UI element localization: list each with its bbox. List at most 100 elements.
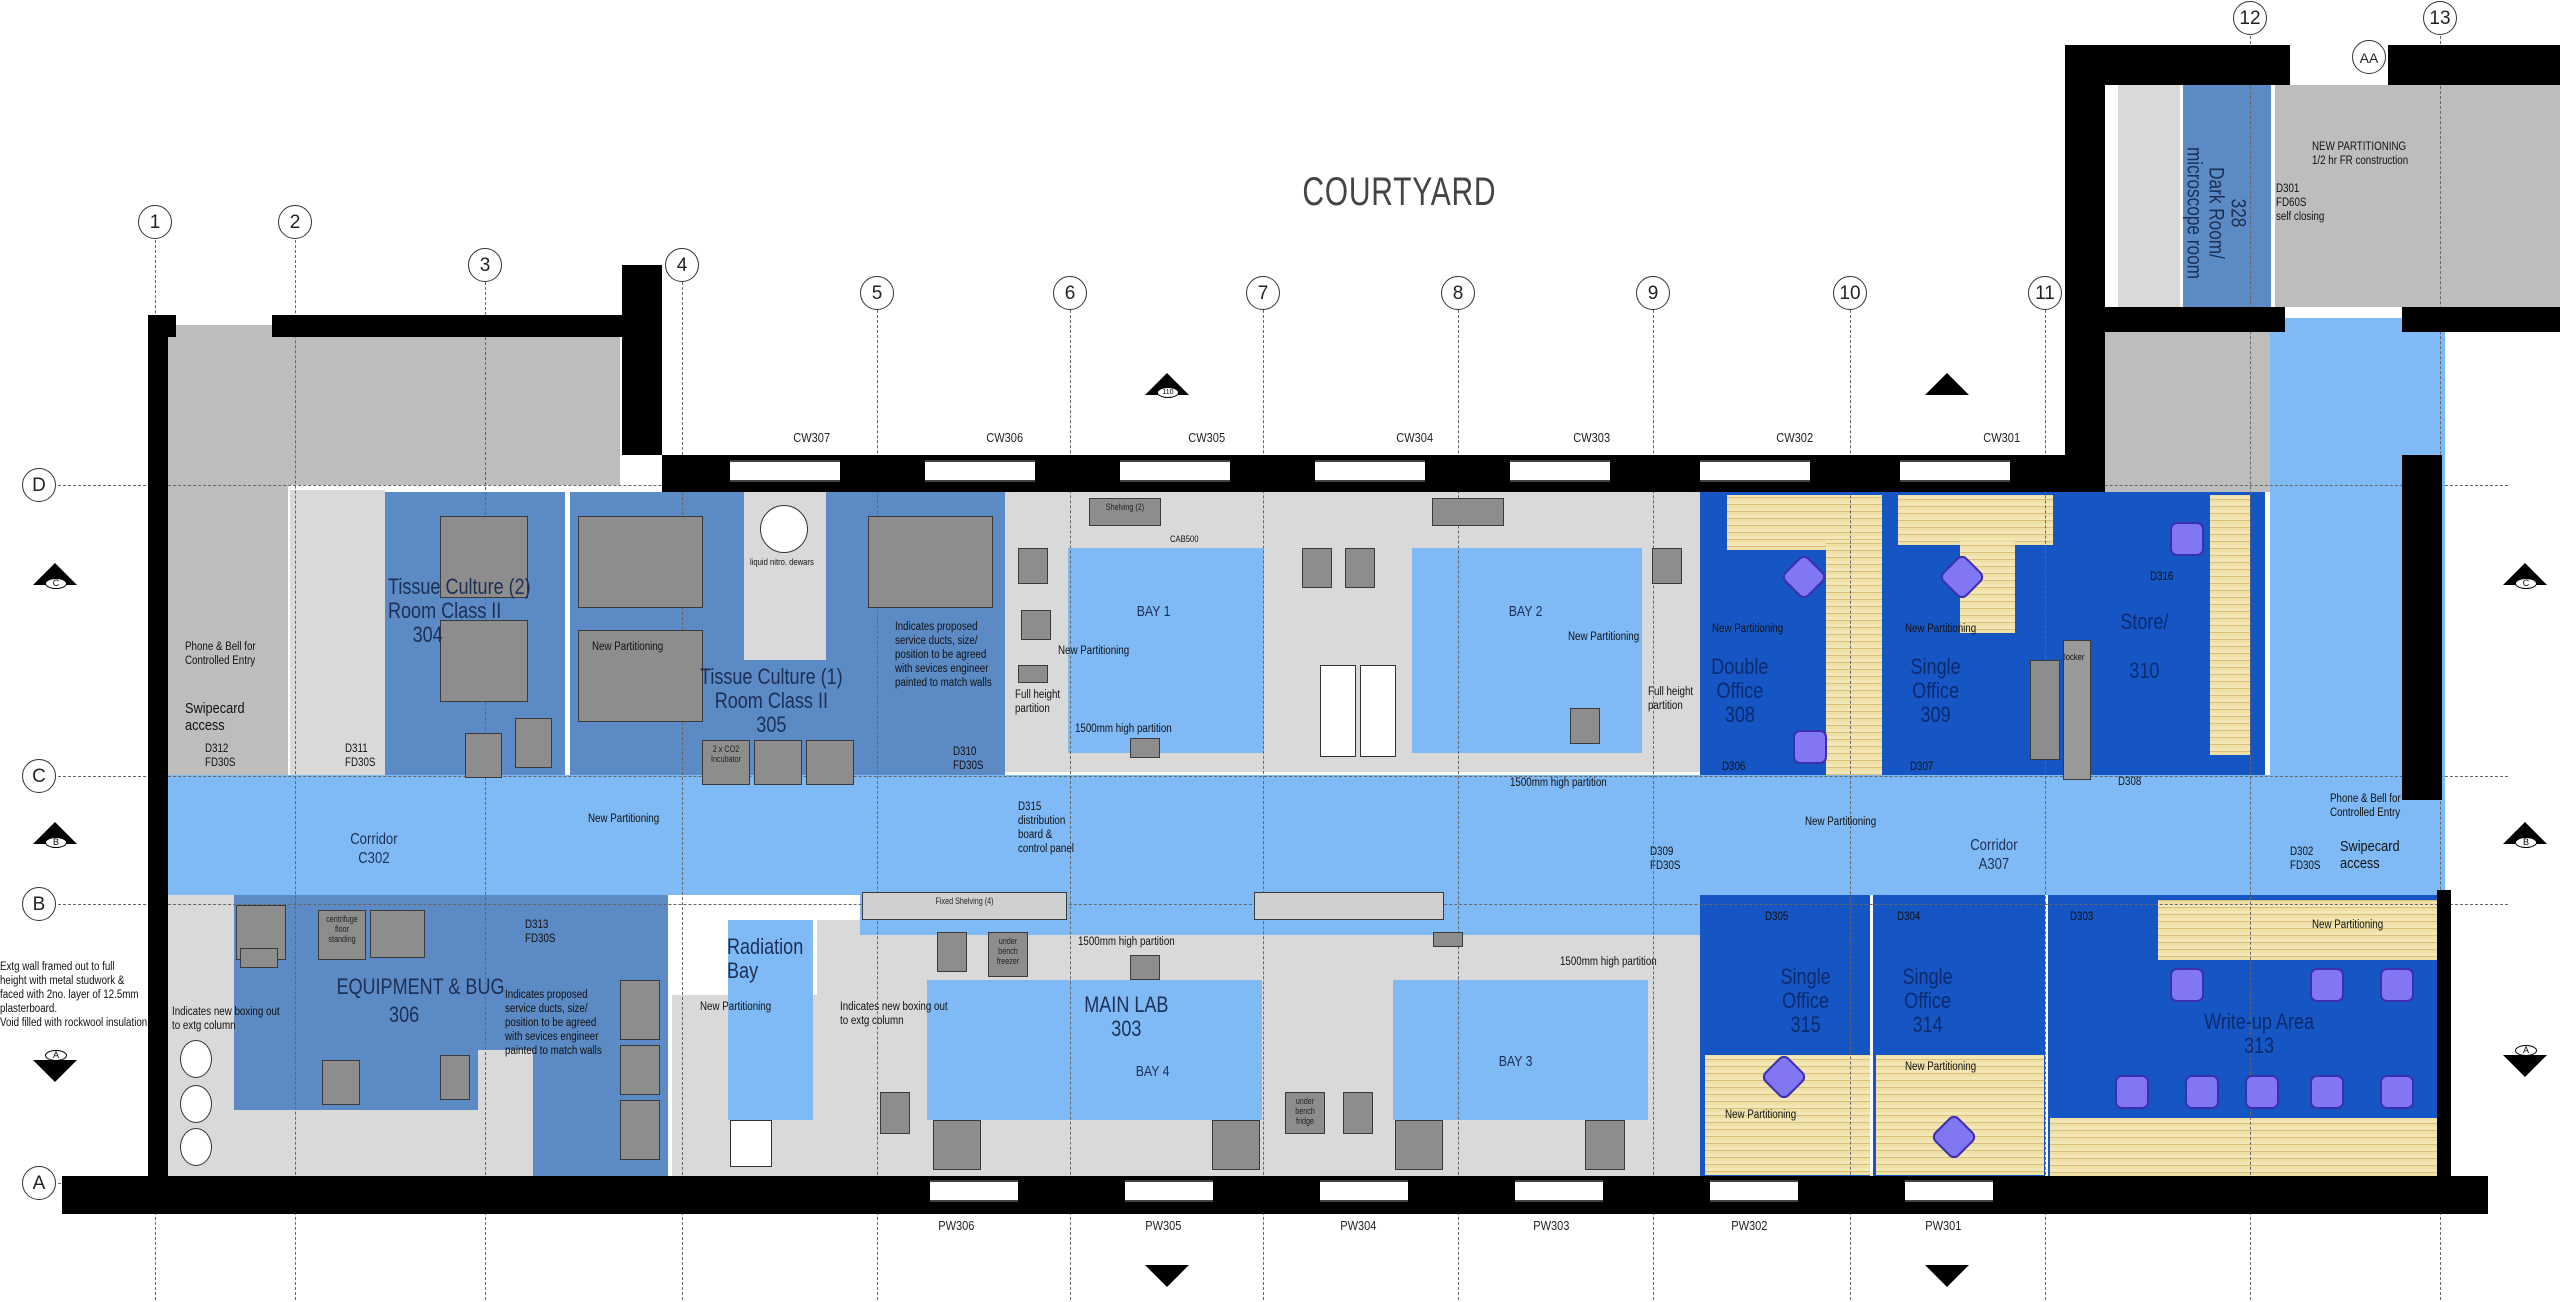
note-new-partitioning: New Partitioning	[592, 641, 664, 653]
note-distribution-board: D315 distribution board & control panel	[1018, 800, 1074, 856]
door-rating: FD30S	[953, 760, 984, 772]
entrance-lobby	[168, 325, 288, 780]
note-new-partitioning: New Partitioning	[588, 813, 660, 825]
door-d306: D306	[1722, 761, 1746, 773]
room-label-dark-room: 328 Dark Room/ microscope room	[2183, 147, 2250, 279]
window-cw304	[1315, 460, 1425, 482]
room-label-single-315: Single Office 315	[1781, 965, 1831, 1037]
note-line: partition	[1015, 703, 1050, 715]
cab-label: CAB500	[1170, 534, 1199, 544]
note-line: Indicates new boxing out	[840, 1001, 948, 1013]
window-cw303	[1510, 460, 1610, 482]
grid-bubble-1: 1	[138, 205, 172, 239]
note-extg-wall: Extg wall framed out to full height with…	[0, 960, 147, 1030]
incubator-label: 2 x CO2 Incubator	[710, 744, 742, 764]
room-name: Corridor	[350, 831, 398, 848]
shelving	[1432, 498, 1504, 526]
grid-bubble-4: 4	[665, 248, 699, 282]
room-label-bay-3: BAY 3	[1498, 1053, 1533, 1070]
room-label-double-office: Double Office 308	[1711, 655, 1768, 727]
note-line: control panel	[1018, 843, 1074, 855]
freezer-label: under bench freezer	[996, 936, 1020, 966]
room-label-single-309: Single Office 309	[1911, 655, 1961, 727]
room-name-2: Office	[1782, 988, 1829, 1013]
grid-bubble-12: 12	[2233, 1, 2267, 35]
desk-313-top	[2158, 900, 2438, 960]
window-label-cw305: CW305	[1188, 430, 1226, 445]
window-label-pw305: PW305	[1145, 1218, 1182, 1233]
grid-bubble-11: 11	[2028, 276, 2062, 310]
note-line: Indicates new boxing out	[172, 1006, 280, 1018]
grid-bubble-6: 6	[1053, 276, 1087, 310]
grid-line-4	[682, 282, 683, 1300]
room-name: Double	[1711, 654, 1769, 679]
room-number: A307	[1978, 856, 2010, 873]
under-bench-freezer	[1345, 548, 1375, 588]
cab	[933, 1120, 981, 1170]
grid-line-10	[1850, 310, 1851, 1300]
under-bench-fridge	[1343, 1092, 1373, 1134]
window-cw302	[1700, 460, 1810, 482]
room-name: MAIN LAB	[1084, 992, 1169, 1017]
chair	[2380, 1075, 2414, 1109]
chair	[2245, 1075, 2279, 1109]
sink	[730, 1120, 772, 1167]
grid-line-3	[485, 282, 486, 1300]
note-line: service ducts, size/	[895, 635, 978, 647]
note-new-partitioning: New Partitioning	[1058, 645, 1130, 657]
freezer	[620, 1100, 660, 1160]
section-bottom-2-icon	[1925, 1265, 1969, 1287]
window-pw302	[1710, 1180, 1798, 1202]
room-name: EQUIPMENT & BUG	[336, 974, 505, 999]
note-line: board &	[1018, 829, 1053, 841]
room-number: C302	[358, 850, 390, 867]
under-bench-freezer	[1130, 955, 1160, 980]
dewar-label: liquid nitro. dewars	[750, 557, 814, 567]
incubator-tc1	[806, 740, 854, 785]
room-label-single-314: Single Office 314	[1903, 965, 1953, 1037]
section-b-right-icon	[2503, 822, 2547, 844]
section-a-right-label: A	[2515, 1045, 2537, 1056]
section-top-2-icon	[1925, 373, 1969, 395]
room-name: Dark Room/	[2204, 167, 2228, 259]
room-dark-room-328	[2183, 85, 2271, 307]
window-label-cw303: CW303	[1573, 430, 1611, 445]
room-name: Corridor	[1970, 837, 2018, 854]
note-line: distribution	[1018, 815, 1066, 827]
room-label-main-lab: MAIN LAB 303	[1084, 993, 1168, 1041]
room-label-write-up: Write-up Area 313	[2204, 1010, 2314, 1058]
room-label-store: Store/ 310	[2120, 610, 2168, 683]
wall-right	[2402, 455, 2442, 800]
door-d307: D307	[1910, 761, 1934, 773]
door-d305: D305	[1765, 911, 1789, 923]
note-line: service ducts, size/	[505, 1003, 588, 1015]
note-line: Full height	[1015, 689, 1061, 701]
window-cw305	[1120, 460, 1230, 482]
grid-bubble-a: A	[22, 1166, 56, 1200]
window-pw306	[930, 1180, 1018, 1202]
note-line: to extg column	[172, 1020, 236, 1032]
room-class: Room Class II	[714, 688, 828, 713]
door-rating: FD30S	[525, 933, 556, 945]
liquid-nitrogen-dewar	[180, 1085, 212, 1123]
centrifuge-label: centrifuge floor standing	[326, 914, 358, 944]
window-label-pw306: PW306	[938, 1218, 975, 1233]
wall-left	[148, 315, 168, 1176]
chair	[1793, 730, 1827, 764]
note-line: position to be agreed	[505, 1017, 597, 1029]
section-a-right-icon	[2503, 1055, 2547, 1077]
door-d303: D303	[2070, 911, 2094, 923]
note-self-closing: D301 FD60S self closing	[2276, 182, 2324, 224]
wall-right-tower	[2065, 45, 2105, 492]
door-d304: D304	[1897, 911, 1921, 923]
note-boxing-out-306: Indicates new boxing out to extg column	[172, 1005, 280, 1033]
room-number: 304	[412, 622, 443, 647]
sink	[1320, 665, 1356, 757]
room-radiation-bay	[728, 920, 813, 1120]
freezer	[620, 980, 660, 1040]
store-annex	[2105, 330, 2270, 492]
door-rating: FD30S	[1650, 860, 1681, 872]
fixed-shelving: Fixed Shelving (4)	[862, 892, 1067, 920]
